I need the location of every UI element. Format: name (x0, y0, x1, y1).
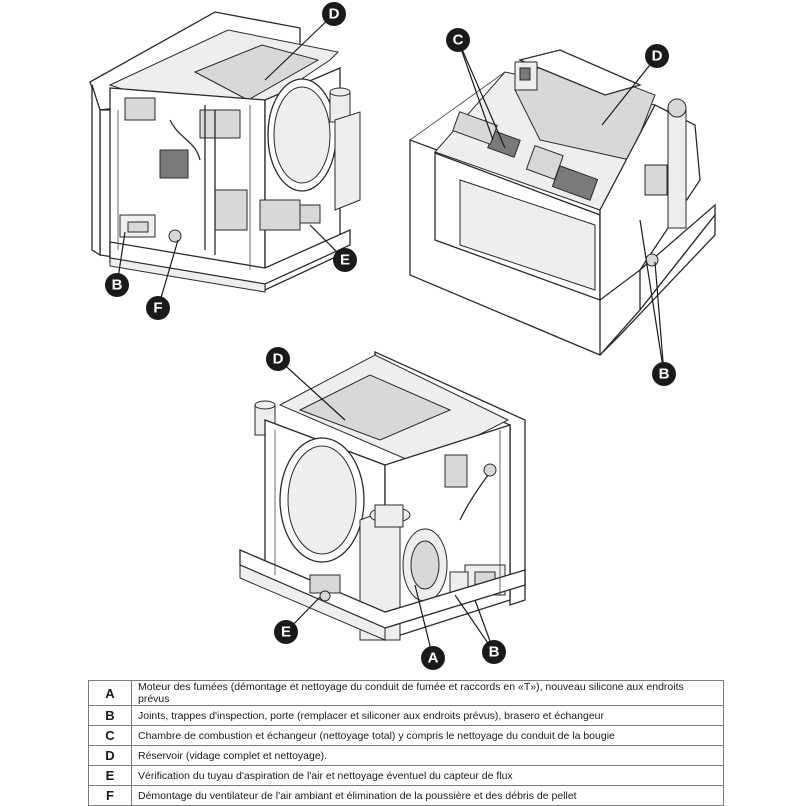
leader-lines (116, 13, 665, 659)
callout-e-bottom: E (274, 620, 298, 644)
legend-key: F (88, 785, 132, 806)
legend-key: B (88, 705, 132, 726)
stove-view-rear-left (89, 11, 361, 293)
legend-key: E (88, 765, 132, 786)
callout-c-top-right: C (446, 28, 470, 52)
legend-row: C Chambre de combustion et échangeur (ne… (88, 725, 724, 746)
legend-row: E Vérification du tuyau d'aspiration de … (88, 765, 724, 786)
legend-key: D (88, 745, 132, 766)
legend-description: Chambre de combustion et échangeur (nett… (131, 725, 724, 746)
maintenance-legend-table: A Moteur des fumées (démontage et nettoy… (88, 680, 724, 806)
callout-b-label: B (659, 366, 670, 383)
legend-row: D Réservoir (vidage complet et nettoyage… (88, 745, 724, 766)
callout-f-top-left: F (146, 296, 170, 320)
callout-d-label: D (273, 351, 284, 368)
callout-f-label: F (153, 300, 162, 317)
legend-row: B Joints, trappes d'inspection, porte (r… (88, 705, 724, 726)
legend-key: A (88, 680, 132, 706)
legend-description: Moteur des fumées (démontage et nettoyag… (131, 680, 724, 706)
stove-maintenance-diagram: D B F E C D B D E A B (89, 2, 716, 670)
callout-d-label: D (329, 6, 340, 23)
callout-d-label: D (652, 48, 663, 65)
legend-description: Démontage du ventilateur de l'air ambian… (131, 785, 724, 806)
callout-a-bottom: A (421, 646, 445, 670)
callout-d-bottom: D (266, 347, 290, 371)
callout-a-label: A (428, 650, 439, 667)
callout-e-top-left: E (333, 248, 357, 272)
legend-row: F Démontage du ventilateur de l'air ambi… (88, 785, 724, 806)
legend-description: Joints, trappes d'inspection, porte (rem… (131, 705, 724, 726)
callout-d-top-right: D (645, 44, 669, 68)
legend-key: C (88, 725, 132, 746)
legend-description: Réservoir (vidage complet et nettoyage). (131, 745, 724, 766)
callout-b-label: B (112, 277, 123, 294)
callout-c-label: C (453, 32, 464, 49)
callout-e-label: E (340, 252, 350, 269)
callout-d-top-left: D (322, 2, 346, 26)
stove-view-front-right (409, 49, 716, 356)
callout-e-label: E (281, 624, 291, 641)
callout-b-bottom: B (482, 640, 506, 664)
stove-view-rear-right (239, 350, 526, 641)
legend-description: Vérification du tuyau d'aspiration de l'… (131, 765, 724, 786)
callout-b-top-left: B (105, 273, 129, 297)
legend-row: A Moteur des fumées (démontage et nettoy… (88, 680, 724, 706)
callout-b-top-right: B (652, 362, 676, 386)
callout-b-label: B (489, 644, 500, 661)
